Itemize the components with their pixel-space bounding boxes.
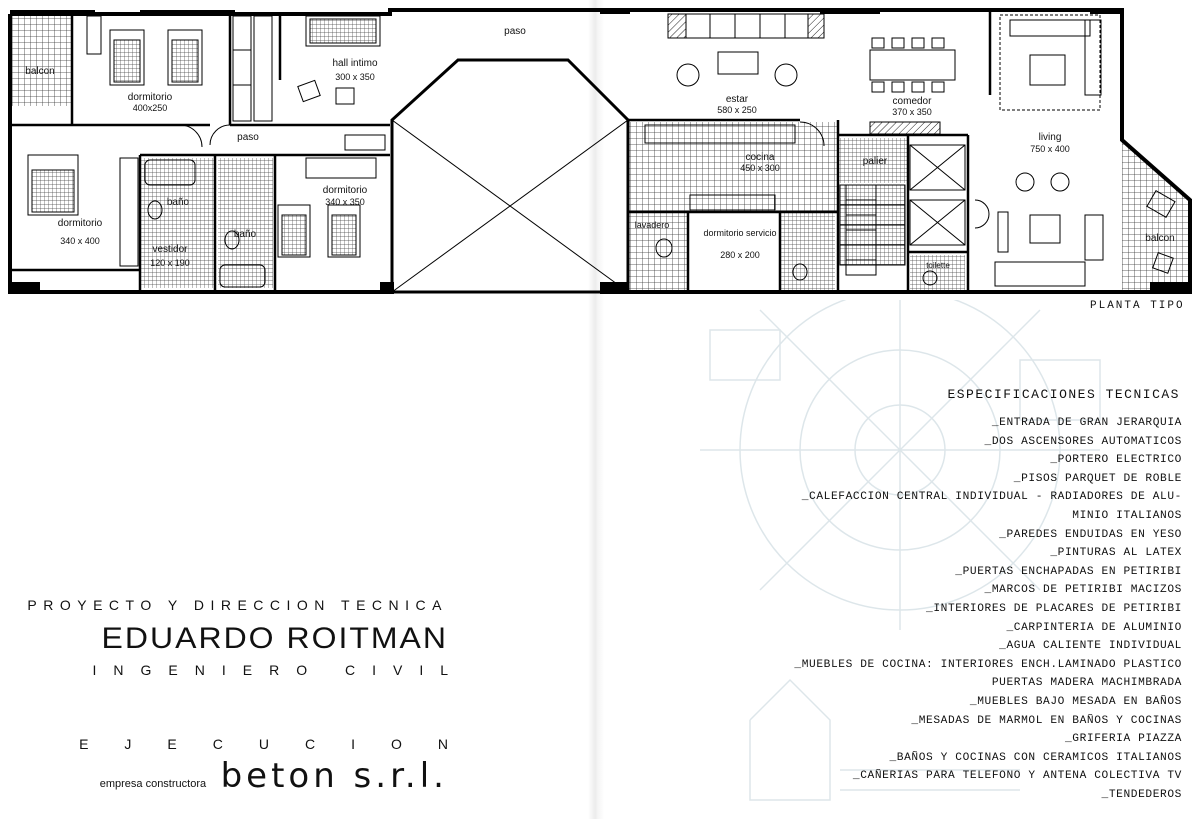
spec-item: _PORTERO ELECTRICO	[1050, 454, 1182, 467]
room-label-balcon-right: balcon	[1145, 233, 1174, 244]
credit-project-direction: PROYECTO Y DIRECCION TECNICA	[27, 597, 448, 613]
room-size-dormitorio-3: 340 x 350	[325, 197, 365, 207]
room-size-dormitorio-2: 340 x 400	[60, 236, 100, 246]
room-size-dormitorio-servicio: 280 x 200	[720, 250, 760, 260]
page-fold	[588, 0, 604, 819]
spec-item: PUERTAS MADERA MACHIMBRADA	[991, 677, 1182, 690]
spec-item: _CARPINTERIA DE ALUMINIO	[1006, 621, 1182, 634]
room-label-palier: palier	[863, 156, 888, 167]
spec-item: _INTERIORES DE PLACARES DE PETIRIBI	[926, 602, 1182, 615]
spec-item: _BAÑOS Y COCINAS CON CERAMICOS ITALIANOS	[889, 751, 1182, 764]
plan-caption: PLANTA TIPO	[1090, 300, 1185, 312]
credit-engineer-role: INGENIERO CIVIL	[92, 662, 465, 678]
room-label-toilette: toilette	[926, 261, 950, 270]
floor-plan: balcon dormitorio 400x250 hall intimo 30…	[8, 8, 1192, 294]
outer-wall-right	[600, 8, 1192, 294]
room-size-comedor: 370 x 350	[892, 107, 932, 117]
spec-item: MINIO ITALIANOS	[1072, 509, 1182, 522]
spec-item: _MESADAS DE MARMOL EN BAÑOS Y COCINAS	[911, 714, 1182, 727]
balcon-left-floor	[12, 16, 72, 106]
company-name: beton s.r.l.	[220, 756, 448, 796]
balcon-right-floor	[1122, 140, 1188, 290]
room-label-dormitorio-2: dormitorio	[58, 218, 103, 229]
room-size-hall-intimo: 300 x 350	[335, 72, 375, 82]
room-label-hall-intimo: hall intimo	[332, 58, 377, 69]
outer-wall-left	[10, 8, 600, 16]
room-label-lavadero: lavadero	[635, 220, 670, 230]
room-label-bano-2: baño	[234, 229, 257, 240]
courtyard-void	[390, 58, 630, 294]
service-bath-floor	[780, 212, 835, 290]
room-label-estar: estar	[726, 94, 749, 105]
room-label-bano-1: baño	[167, 197, 190, 208]
specs-list: _ENTRADA DE GRAN JERARQUIA _DOS ASCENSOR…	[794, 414, 1182, 804]
room-size-dormitorio-1: 400x250	[133, 103, 168, 113]
spec-item: _MUEBLES DE COCINA: INTERIORES ENCH.LAMI…	[794, 658, 1182, 671]
lavadero-floor	[628, 212, 688, 290]
room-label-vestidor: vestidor	[152, 244, 188, 255]
bano-floor	[140, 158, 215, 288]
spec-item: _DOS ASCENSORES AUTOMATICOS	[984, 435, 1182, 448]
room-size-vestidor: 120 x 190	[150, 258, 190, 268]
room-size-living: 750 x 400	[1030, 144, 1070, 154]
room-label-living: living	[1039, 132, 1062, 143]
room-label-balcon-left: balcon	[25, 66, 54, 77]
spec-item: _PINTURAS AL LATEX	[1050, 547, 1182, 560]
room-label-comedor: comedor	[893, 96, 933, 107]
room-label-cocina: cocina	[746, 152, 775, 163]
room-label-paso-2: paso	[237, 132, 259, 143]
spec-item: _CALEFACCION CENTRAL INDIVIDUAL - RADIAD…	[801, 491, 1182, 504]
room-label-dormitorio-servicio: dormitorio servicio	[703, 228, 776, 238]
spec-item: _GRIFERIA PIAZZA	[1064, 733, 1182, 746]
spec-item: _ENTRADA DE GRAN JERARQUIA	[991, 417, 1182, 429]
palier-floor	[838, 138, 908, 183]
room-size-estar: 580 x 250	[717, 105, 757, 115]
spec-item: _PAREDES ENDUIDAS EN YESO	[999, 528, 1182, 541]
credit-execution: EJECUCION	[79, 736, 484, 752]
room-size-cocina: 450 x 300	[740, 163, 780, 173]
credit-engineer-name: EDUARDO ROITMAN	[101, 621, 448, 655]
room-label-dormitorio-1: dormitorio	[128, 92, 173, 103]
spec-item: _MARCOS DE PETIRIBI MACIZOS	[984, 584, 1182, 597]
spec-item: _PUERTAS ENCHAPADAS EN PETIRIBI	[955, 565, 1182, 578]
credits-block: PROYECTO Y DIRECCION TECNICA EDUARDO ROI…	[8, 592, 448, 796]
toilette-floor	[910, 255, 965, 290]
kitchen-floor	[628, 122, 838, 212]
room-label-paso-1: paso	[504, 26, 526, 37]
room-label-dormitorio-3: dormitorio	[323, 185, 368, 196]
background-ghost-drawing	[700, 300, 1101, 801]
specs-title: ESPECIFICACIONES TECNICAS	[947, 387, 1180, 402]
credit-company: empresa constructora beton s.r.l.	[8, 756, 448, 796]
spec-item: _TENDEDEROS	[1101, 788, 1182, 801]
spec-item: _MUEBLES BAJO MESADA EN BAÑOS	[969, 695, 1182, 708]
spec-item: _PISOS PARQUET DE ROBLE	[1013, 472, 1182, 485]
spec-item: _CAÑERIAS PARA TELEFONO Y ANTENA COLECTI…	[852, 770, 1182, 783]
spec-item: _AGUA CALIENTE INDIVIDUAL	[999, 640, 1182, 653]
company-type: empresa constructora	[99, 778, 207, 790]
